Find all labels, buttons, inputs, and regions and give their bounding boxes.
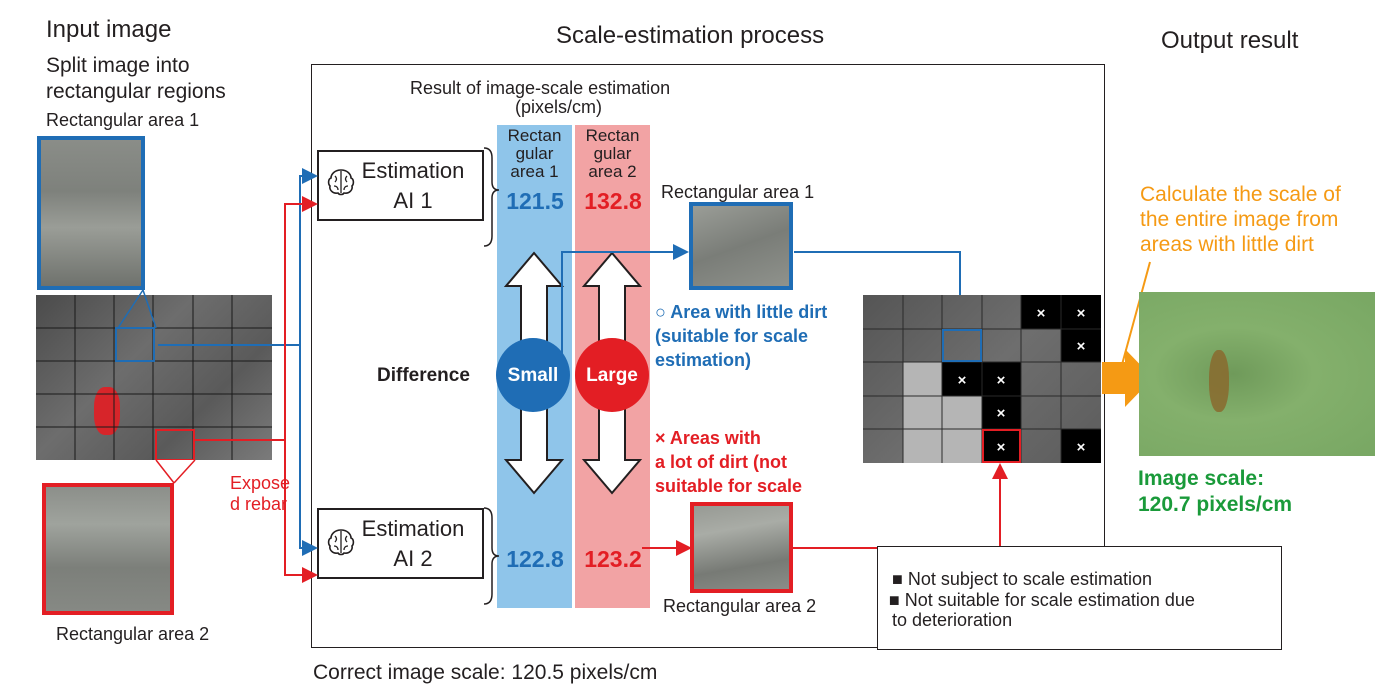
orange-big-arrow bbox=[1102, 349, 1153, 407]
little-dirt-line1: ○ Area with little dirt bbox=[655, 302, 828, 322]
col2-head-line2: gular bbox=[593, 144, 632, 163]
image-scale-line1: Image scale: bbox=[1138, 467, 1265, 490]
result-grid-cells: × × × × × × × × bbox=[863, 295, 1101, 463]
calc-line2: the entire image from bbox=[1140, 208, 1339, 231]
col2-head-line1: Rectan bbox=[585, 126, 640, 145]
svg-text:×: × bbox=[1077, 338, 1086, 355]
ai1-label-line1: Estimation bbox=[361, 158, 465, 183]
brain-icon bbox=[327, 529, 355, 556]
svg-text:×: × bbox=[1077, 305, 1086, 322]
legend-item-unsuitable: ■■ Not suitable for scale estimation due bbox=[888, 590, 1195, 611]
col1-head-line1: Rectan bbox=[507, 126, 562, 145]
svg-text:×: × bbox=[958, 372, 967, 389]
small-circle bbox=[496, 338, 570, 412]
svg-text:×: × bbox=[1077, 439, 1086, 456]
zoom1-line-b bbox=[142, 289, 157, 329]
result-heading-line2: (pixels/cm) bbox=[515, 97, 603, 117]
svg-text:×: × bbox=[1037, 305, 1046, 322]
ai1-brace bbox=[483, 147, 500, 247]
estimation-ai2-box: Estimation AI 2 bbox=[317, 508, 484, 579]
calc-line3: areas with little dirt bbox=[1140, 233, 1314, 256]
input-grid-lines bbox=[36, 295, 272, 460]
svg-text:×: × bbox=[997, 405, 1006, 422]
lot-dirt-line2: a lot of dirt (not bbox=[655, 452, 787, 472]
calc-line1: Calculate the scale of bbox=[1140, 183, 1341, 206]
col1-head-line2: gular bbox=[515, 144, 554, 163]
zoom2-line-a bbox=[155, 459, 175, 484]
ai1-area1-value: 121.5 bbox=[506, 188, 564, 214]
image-scale-line2: 120.7 pixels/cm bbox=[1138, 493, 1293, 516]
estimation-ai1-box: Estimation AI 1 bbox=[317, 150, 484, 221]
result-grid: × × × × × × × × bbox=[863, 295, 1101, 463]
crop1-image bbox=[689, 202, 793, 290]
large-label: Large bbox=[586, 365, 638, 386]
little-dirt-line3: estimation) bbox=[655, 350, 752, 370]
zoom-area1-image bbox=[37, 136, 145, 290]
ai2-brace bbox=[483, 507, 500, 605]
col2-head-line3: area 2 bbox=[588, 162, 637, 181]
exposed-rebar-line2: d rebar bbox=[230, 494, 288, 514]
red-arrow-to-ai1 bbox=[195, 196, 318, 441]
crop1-label: Rectangular area 1 bbox=[661, 182, 815, 202]
input-area1-label: Rectangular area 1 bbox=[46, 110, 200, 130]
legend-item-not-subject: ■ Not subject to scale estimation bbox=[892, 569, 1152, 589]
red-arrow-to-ai2 bbox=[284, 440, 318, 583]
little-dirt-line2: (suitable for scale bbox=[655, 326, 809, 346]
ai2-area2-value: 123.2 bbox=[584, 546, 642, 572]
zoom1-line-a bbox=[117, 289, 144, 329]
input-area2-label: Rectangular area 2 bbox=[56, 624, 210, 644]
lot-dirt-line1: × Areas with bbox=[655, 428, 761, 448]
process-frame bbox=[311, 64, 1105, 648]
exposed-rebar-line1: Expose bbox=[230, 473, 291, 493]
zoom-area2-image bbox=[42, 483, 174, 615]
process-heading: Scale-estimation process bbox=[556, 22, 825, 49]
svg-text:×: × bbox=[997, 439, 1006, 456]
legend-item2-text: ■ Not suitable for scale estimation due bbox=[888, 590, 1195, 610]
output-image bbox=[1139, 292, 1375, 456]
ai1-area2-value: 132.8 bbox=[584, 188, 642, 214]
ai2-label-line2: AI 2 bbox=[393, 546, 433, 571]
brain-icon bbox=[327, 169, 355, 196]
result-heading-line1: Result of image-scale estimation bbox=[410, 78, 671, 98]
ai2-label-line1: Estimation bbox=[361, 516, 465, 541]
svg-text:×: × bbox=[997, 372, 1006, 389]
correct-scale-text: Correct image scale: 120.5 pixels/cm bbox=[313, 661, 658, 684]
difference-label: Difference bbox=[377, 365, 470, 386]
split-text-line1: Split image into bbox=[46, 54, 190, 77]
ai1-label-line2: AI 1 bbox=[393, 188, 433, 213]
split-text-line2: rectangular regions bbox=[46, 80, 226, 103]
legend-box: ■ Not subject to scale estimation ■■ Not… bbox=[877, 546, 1282, 650]
large-circle bbox=[575, 338, 649, 412]
blue-arrow-to-ai1 bbox=[158, 168, 318, 346]
small-label: Small bbox=[507, 365, 559, 386]
col1-head-line3: area 1 bbox=[510, 162, 559, 181]
output-heading: Output result bbox=[1161, 27, 1299, 54]
blue-arrow-to-ai2 bbox=[299, 345, 318, 556]
input-image-heading: Input image bbox=[46, 16, 172, 43]
lot-dirt-line3: suitable for scale bbox=[655, 476, 803, 496]
zoom2-line-b bbox=[173, 459, 196, 484]
output-rebar-stain bbox=[1209, 350, 1229, 412]
red-arrow-to-grid-cell bbox=[793, 463, 1008, 549]
legend-item2-line2: to deterioration bbox=[892, 610, 1013, 630]
blue-arrow-to-crop1 bbox=[561, 244, 689, 375]
ai2-area1-value: 122.8 bbox=[506, 546, 564, 572]
crop2-image bbox=[690, 502, 793, 593]
crop2-label: Rectangular area 2 bbox=[663, 596, 817, 616]
